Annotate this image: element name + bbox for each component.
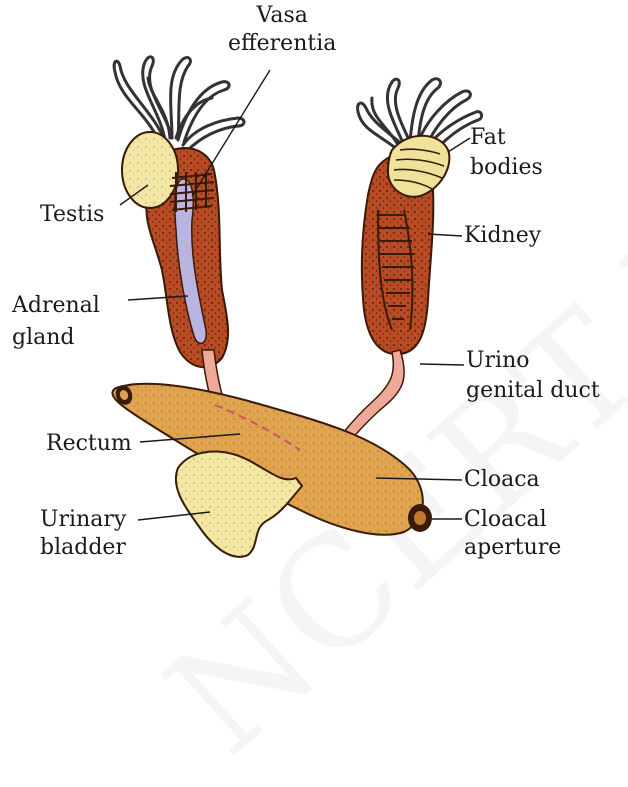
label-testis: Testis — [40, 202, 104, 228]
left-fat-bodies — [114, 57, 244, 150]
label-cloaca: Cloaca — [464, 467, 540, 493]
label-vasa-efferentia: Vasa efferentia — [228, 2, 336, 58]
label-urino-genital-duct: Urino genital duct — [466, 346, 600, 406]
frog-urogenital-diagram: NCERT Published — [0, 0, 628, 561]
label-urinary-bladder: Urinary bladder — [40, 506, 126, 562]
label-fat-bodies: Fat bodies — [470, 123, 543, 183]
right-fat-cap-shape — [388, 136, 449, 197]
label-adrenal-gland: Adrenal gland — [12, 290, 100, 354]
label-rectum: Rectum — [46, 431, 132, 457]
label-kidney: Kidney — [464, 223, 541, 249]
label-cloacal-aperture: Cloacal aperture — [464, 506, 561, 562]
